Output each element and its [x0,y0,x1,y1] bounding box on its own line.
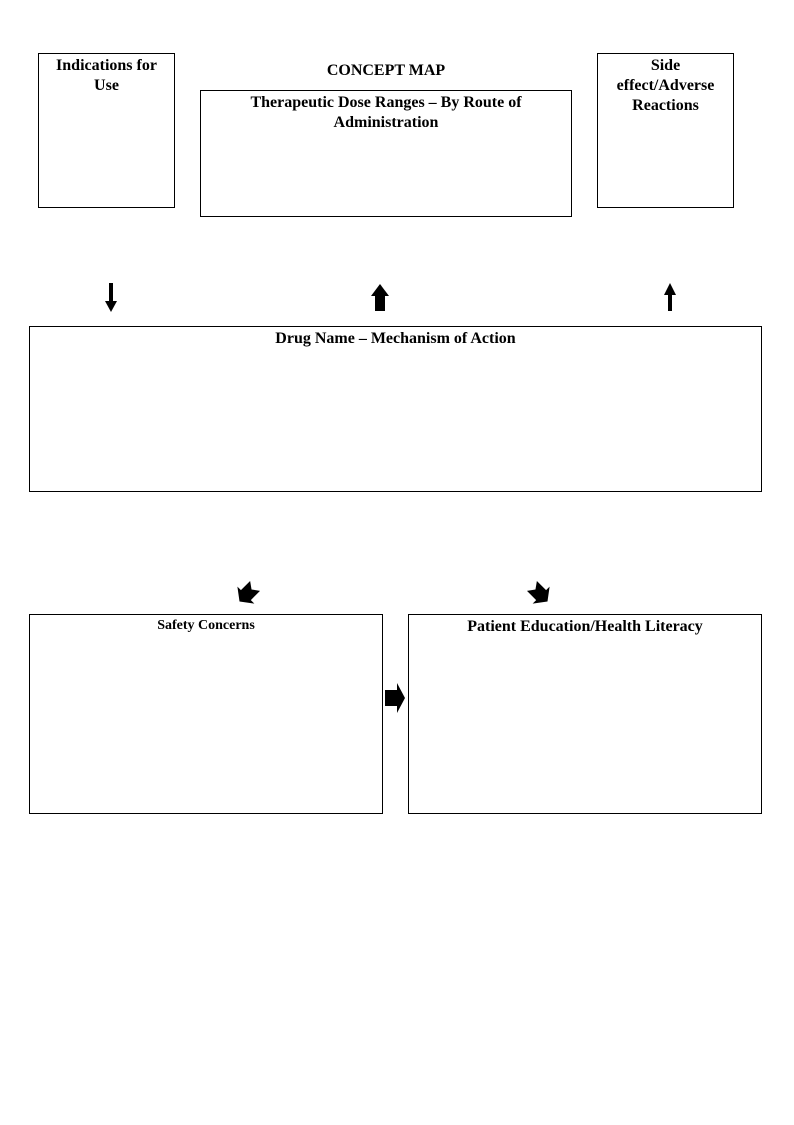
mechanism-box: Drug Name – Mechanism of Action [29,326,762,492]
arrow-down-left-icon [237,580,261,604]
dose-ranges-label: Therapeutic Dose Ranges – By Route of Ad… [250,94,522,131]
arrow-right-icon [385,683,405,713]
side-effects-label: Side effect/Adverse Reactions [616,57,715,114]
concept-map-title: CONCEPT MAP [326,62,446,79]
arrow-down-right-icon [526,580,550,604]
education-box: Patient Education/Health Literacy [408,614,762,814]
education-label: Patient Education/Health Literacy [467,618,703,635]
safety-box: Safety Concerns [29,614,383,814]
indications-label: Indications for Use [56,57,157,94]
side-effects-box: Side effect/Adverse Reactions [597,53,734,208]
dose-ranges-box: Therapeutic Dose Ranges – By Route of Ad… [200,90,572,217]
arrow-up-icon [664,283,676,311]
safety-label: Safety Concerns [157,618,255,633]
mechanism-label: Drug Name – Mechanism of Action [275,330,516,347]
arrow-up-icon [371,284,389,311]
arrow-down-icon [105,283,117,312]
indications-box: Indications for Use [38,53,175,208]
